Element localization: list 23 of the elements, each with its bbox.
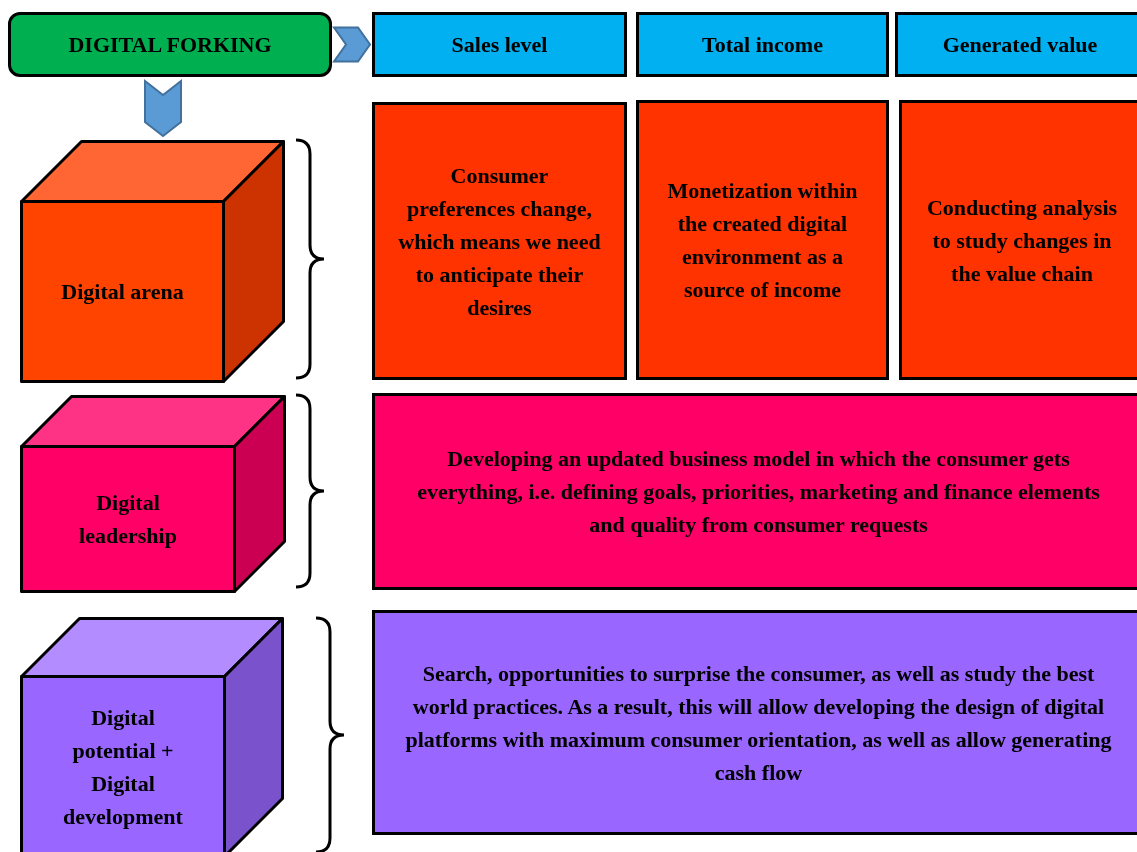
header-box [636,12,889,77]
header-box [372,12,627,77]
node-text: Monetization within the created digital environment as a source of income [666,177,859,304]
node-text: Conducting analysis to study changes in the value chain [926,193,1118,288]
content-box [372,393,1137,590]
content-box [372,610,1137,835]
title-box [8,12,332,77]
content-box [636,100,889,380]
node-text: Developing an updated business model in which the consumer gets everything, i.e. defining goals, priorities, marketing and finance elements and quality from consumer requests [416,445,1101,539]
node-text: Digital potential + Digital development [62,703,184,831]
node-text: Digital leadership [78,489,178,550]
node-text: Generated value [942,31,1098,59]
node-text: DIGITAL FORKING [68,31,272,59]
chevron-arrow [332,26,372,63]
content-box [372,102,627,380]
node-text: Total income [702,31,823,59]
chevron-arrow [144,78,182,138]
content-box [899,100,1137,380]
node-text: Search, opportunities to surprise the consumer, as well as study the best world practices. As a result, this will allow developing the design of digital platforms with maximum consumer orientation, as well as allow generating cash flow [405,659,1112,787]
node-text: Consumer preferences change, which means we need to anticipate their desires [397,161,602,322]
node-text: Sales level [451,31,548,59]
node-text: Digital arena [61,278,184,306]
header-box [895,12,1137,77]
